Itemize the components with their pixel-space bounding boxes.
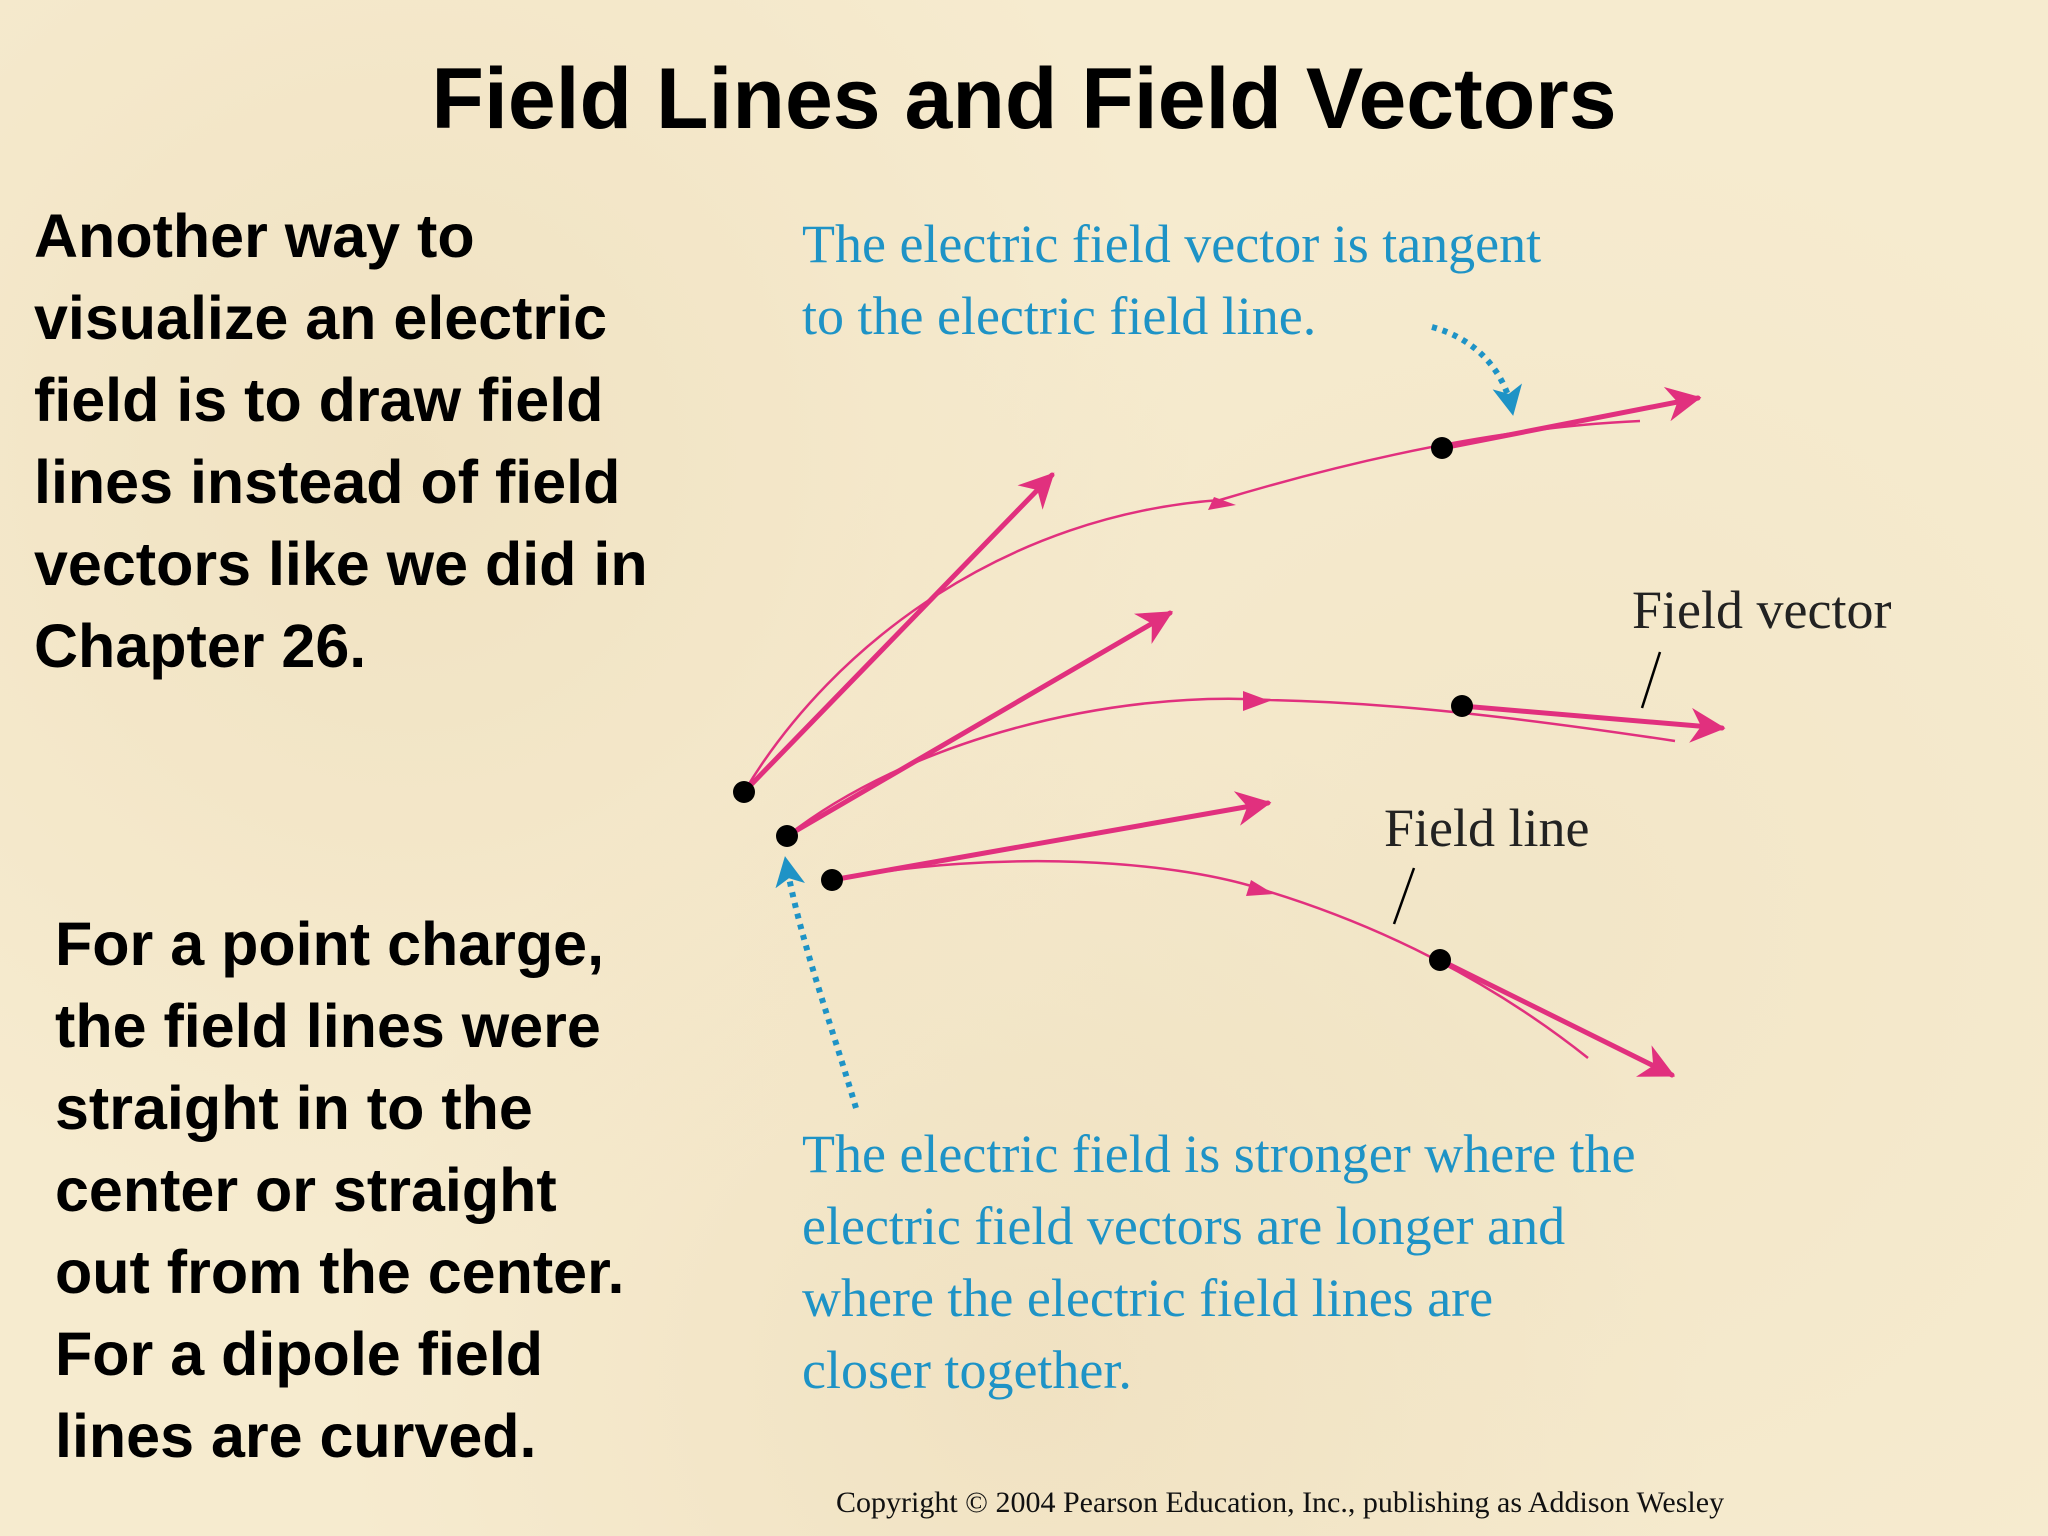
point-charge-line: For a dipole field	[55, 1320, 544, 1388]
intro-line: Chapter 26.	[34, 612, 367, 680]
tangent-caption: The electric field vector is tangent to …	[802, 214, 1555, 346]
field-vector-arrow	[1437, 957, 1676, 1078]
strength-caption-line: where the electric field lines are	[802, 1268, 1493, 1328]
field-vector-arrow	[1459, 703, 1726, 743]
point-charge-paragraph: For a point charge, the field lines were…	[55, 903, 624, 1477]
field-line-top	[742, 419, 1641, 793]
field-line-arrowhead	[1246, 880, 1274, 896]
intro-line: lines instead of field	[34, 448, 621, 516]
field-vector-leader	[1640, 651, 1662, 709]
slide-title: Field Lines and Field Vectors	[431, 51, 1617, 147]
tangent-pointer-arrow	[1431, 324, 1522, 416]
tangent-caption-line: to the electric field line.	[802, 286, 1316, 346]
field-point-dot	[821, 869, 843, 891]
field-point-dot	[1431, 437, 1453, 459]
strength-caption-line: The electric field is stronger where the	[802, 1124, 1636, 1184]
strength-caption: The electric field is stronger where the…	[802, 1124, 1649, 1400]
point-charge-line: lines are curved.	[55, 1402, 537, 1470]
field-line-leader	[1392, 867, 1416, 925]
field-line-arrowhead	[1208, 497, 1236, 510]
field-point-dot	[1451, 695, 1473, 717]
copyright-notice: Copyright © 2004 Pearson Education, Inc.…	[836, 1486, 1724, 1519]
strength-pointer-arrow	[775, 856, 859, 1109]
strength-caption-line: closer together.	[802, 1340, 1132, 1400]
point-charge-line: center or straight	[55, 1156, 557, 1224]
point-charge-line: out from the center.	[55, 1238, 625, 1306]
field-vector-arrow	[741, 472, 1055, 795]
intro-line: vectors like we did in	[34, 530, 648, 598]
field-line-label: Field line	[1384, 798, 1589, 858]
strength-caption-line: electric field vectors are longer and	[802, 1196, 1565, 1256]
field-point-dot	[1429, 949, 1451, 971]
point-charge-line: the field lines were	[55, 992, 601, 1060]
intro-line: field is to draw field	[34, 366, 604, 434]
point-charge-line: straight in to the	[55, 1074, 533, 1142]
intro-line: visualize an electric	[34, 284, 608, 352]
tangent-caption-line: The electric field vector is tangent	[802, 214, 1541, 274]
field-point-dot	[776, 825, 798, 847]
field-vector-arrow	[829, 791, 1272, 883]
field-line-arrowhead	[1243, 691, 1270, 711]
intro-line: Another way to	[34, 202, 475, 270]
point-charge-line: For a point charge,	[55, 910, 605, 978]
field-vector-label: Field vector	[1632, 580, 1891, 640]
field-vector-arrow	[784, 610, 1174, 839]
field-point-dot	[733, 781, 755, 803]
intro-paragraph: Another way to visualize an electric fie…	[34, 195, 648, 687]
field-vector-arrow	[1439, 386, 1702, 451]
field-line-bottom	[831, 859, 1589, 1059]
